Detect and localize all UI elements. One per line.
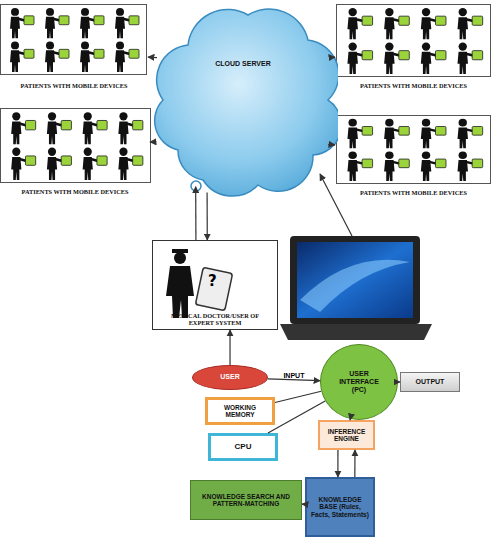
laptop-screen bbox=[297, 242, 413, 318]
cloud-shape bbox=[148, 0, 338, 200]
patient-group: PATIENTS WITH MOBILE DEVICES bbox=[0, 4, 148, 90]
cpu-box: CPU bbox=[208, 433, 278, 461]
node-text: KNOWLEDGE SEARCH AND PATTERN-MATCHING bbox=[199, 493, 293, 508]
connector-arrow bbox=[229, 330, 230, 365]
connector-arrow bbox=[150, 141, 157, 142]
node-text: PATIENTS WITH MOBILE DEVICES bbox=[360, 82, 467, 89]
connector-arrow bbox=[195, 187, 196, 240]
node-text: USER bbox=[220, 373, 239, 381]
output-box: OUTPUT bbox=[400, 372, 460, 392]
cloud-outline bbox=[155, 9, 338, 196]
edge-label: INPUT bbox=[283, 372, 304, 379]
interface-circle: USER INTERFACE (PC) bbox=[320, 344, 398, 420]
doctor-hat bbox=[172, 249, 188, 253]
user-ellipse: USER bbox=[192, 365, 268, 390]
connector-arrow bbox=[275, 391, 321, 402]
laptop-upload-arrow bbox=[320, 174, 352, 236]
patient-illustration bbox=[11, 112, 143, 180]
connector-arrow bbox=[354, 450, 355, 477]
patient-illustration bbox=[347, 8, 482, 74]
connection-port bbox=[191, 181, 201, 191]
node-text: CLOUD SERVER bbox=[215, 60, 271, 68]
knowledge-base-box: KNOWLEDGE BASE (Rules, Facts, Statements… bbox=[305, 477, 375, 537]
screen-swoosh bbox=[300, 260, 410, 312]
node-text: KNOWLEDGE BASE (Rules, Facts, Statements… bbox=[311, 496, 369, 518]
node-text: PATIENTS WITH MOBILE DEVICES bbox=[360, 189, 467, 196]
node-text: OUTPUT bbox=[416, 378, 445, 386]
illustration-frame bbox=[337, 116, 491, 184]
illustration-frame bbox=[1, 109, 151, 183]
inference-box: INFERENCE ENGINE bbox=[318, 420, 375, 450]
node-text: WORKING MEMORY bbox=[214, 404, 266, 419]
node-text: MEDICAL DOCTOR/USER OF EXPERT SYSTEM bbox=[159, 312, 271, 326]
cloud-server: CLOUD SERVER bbox=[148, 0, 338, 200]
patient-group: PATIENTS WITH MOBILE DEVICES bbox=[335, 115, 492, 197]
node-text: CPU bbox=[235, 442, 252, 451]
node-text: INFERENCE ENGINE bbox=[324, 428, 369, 443]
doctor-illustration bbox=[166, 249, 233, 318]
search-box: KNOWLEDGE SEARCH AND PATTERN-MATCHING bbox=[190, 480, 302, 520]
patient-group: PATIENTS WITH MOBILE DEVICES bbox=[0, 108, 150, 196]
patient-group: PATIENTS WITH MOBILE DEVICES bbox=[335, 4, 492, 90]
laptop-lid bbox=[290, 236, 420, 324]
handheld-device bbox=[195, 267, 232, 310]
connector-arrow bbox=[206, 193, 207, 240]
node-text: PATIENTS WITH MOBILE DEVICES bbox=[21, 82, 128, 89]
illustration-frame bbox=[337, 5, 491, 77]
node-text: PATIENTS WITH MOBILE DEVICES bbox=[22, 188, 129, 195]
laptop-base bbox=[280, 324, 432, 340]
illustration-frame bbox=[1, 5, 147, 75]
connector-arrow bbox=[148, 57, 157, 59]
connector-arrow bbox=[268, 401, 325, 433]
memory-box: WORKING MEMORY bbox=[205, 397, 275, 425]
patient-illustration bbox=[347, 119, 482, 181]
doctor-body bbox=[166, 266, 194, 318]
node-text: USER INTERFACE (PC) bbox=[333, 370, 385, 394]
doctor-head bbox=[174, 252, 186, 264]
device-symbol: ? bbox=[208, 272, 217, 290]
patient-illustration bbox=[10, 8, 139, 72]
laptop-illustration bbox=[280, 236, 432, 340]
connector-arrow bbox=[337, 450, 338, 477]
connector-arrow bbox=[268, 379, 320, 381]
